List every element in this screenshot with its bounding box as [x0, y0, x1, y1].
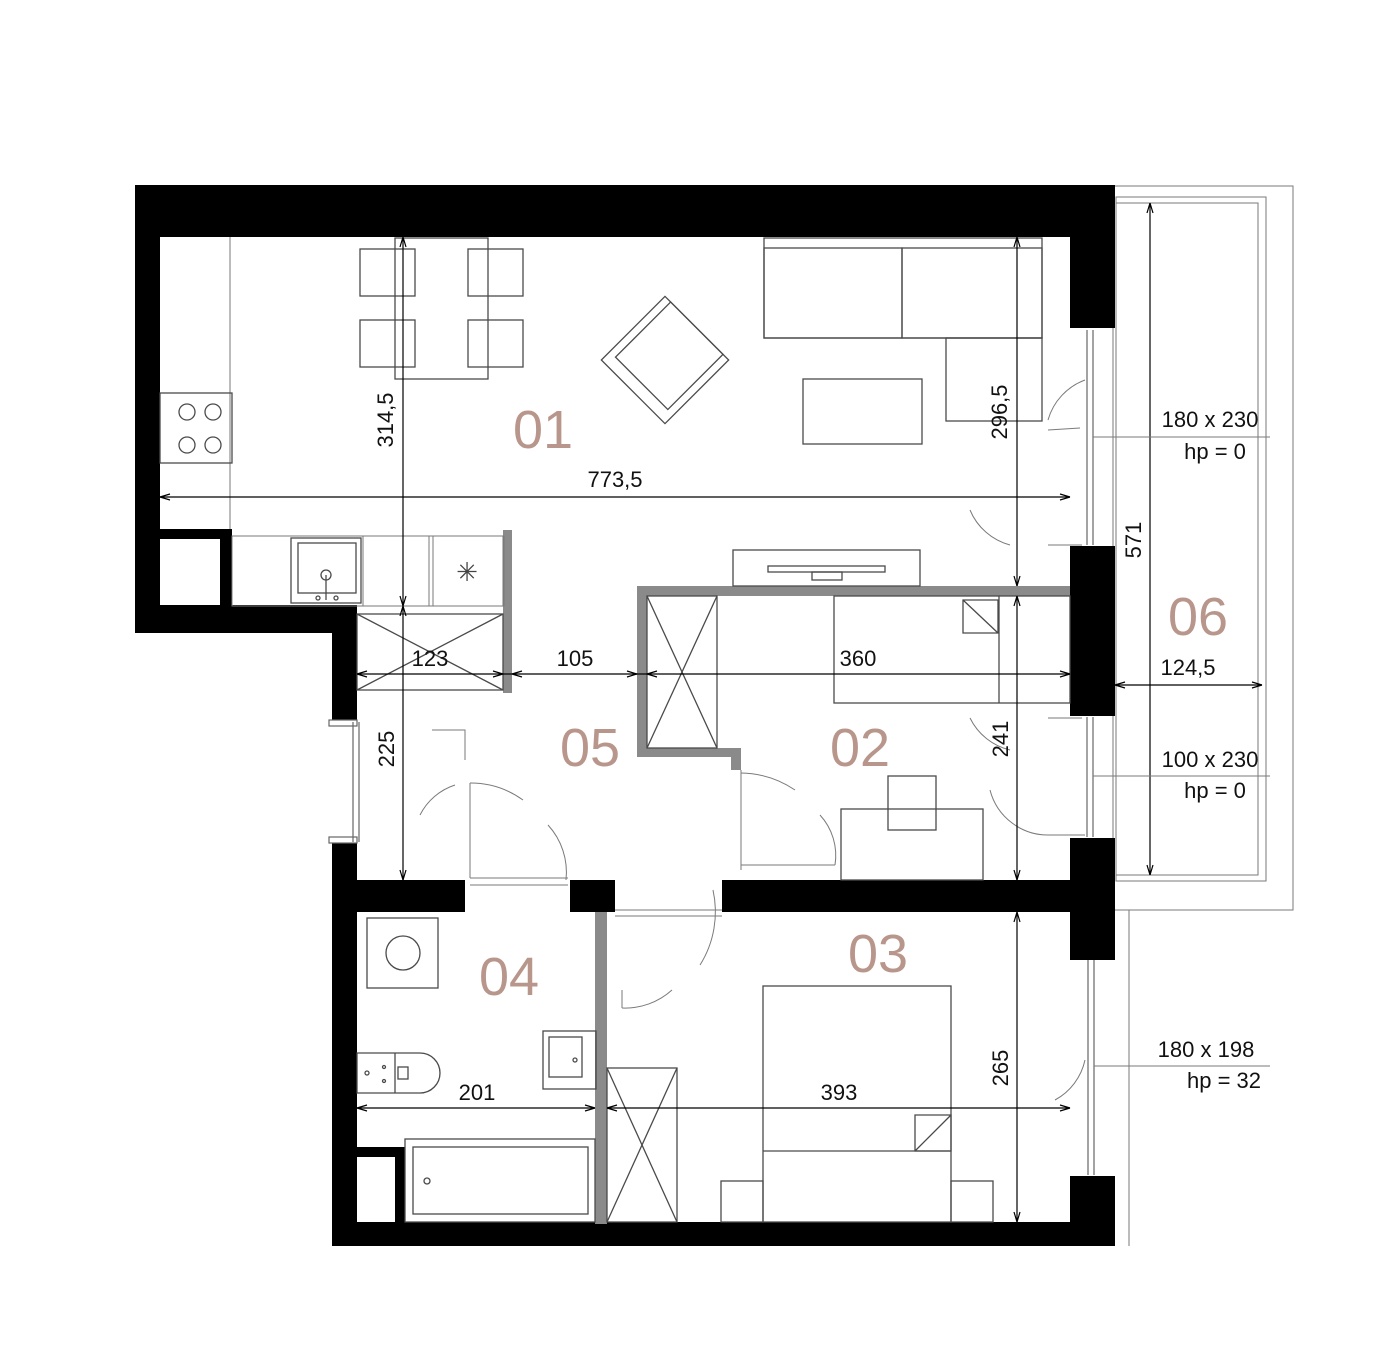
window-3-hp: hp = 32	[1187, 1068, 1261, 1093]
dimension-label-571: 571	[1121, 522, 1146, 559]
dimension-label-360: 360	[840, 646, 877, 671]
room-label-06: 06	[1168, 587, 1228, 647]
living-furniture	[600, 237, 1043, 445]
window-frames	[328, 330, 1095, 1175]
dining-set	[359, 237, 524, 380]
dimension-label-201: 201	[459, 1080, 496, 1105]
dimension-label-124-5: 124,5	[1160, 655, 1215, 680]
bedroom-03-furniture	[606, 985, 994, 1223]
partition-walls	[503, 530, 1070, 1224]
kitchen-furniture: ✳	[159, 237, 505, 691]
window-3-size: 180 x 198	[1158, 1037, 1255, 1062]
dimension-label-296-5: 296,5	[987, 384, 1012, 439]
bathroom-fixtures	[356, 917, 597, 1223]
svg-text:✳: ✳	[456, 558, 478, 588]
dimension-label-265: 265	[988, 1050, 1013, 1087]
room-label-04: 04	[479, 947, 539, 1007]
bedroom-02-furniture	[646, 549, 1071, 881]
room-label-03: 03	[848, 924, 908, 984]
dimension-label-393: 393	[821, 1080, 858, 1105]
dimension-label-241: 241	[988, 721, 1013, 758]
dimension-label-773-5: 773,5	[587, 467, 642, 492]
dimension-label-123: 123	[412, 646, 449, 671]
exterior-walls	[135, 185, 1115, 1246]
room-label-01: 01	[513, 400, 573, 460]
room-label-05: 05	[560, 718, 620, 778]
window-1-hp: hp = 0	[1184, 439, 1246, 464]
window-1-size: 180 x 230	[1162, 407, 1259, 432]
door-swings	[419, 379, 1086, 1101]
dimension-label-314-5: 314,5	[373, 392, 398, 447]
window-2-hp: hp = 0	[1184, 778, 1246, 803]
balcony-outline	[1112, 185, 1294, 1246]
room-label-02: 02	[830, 718, 890, 778]
dimension-lines	[159, 202, 1270, 1223]
dimension-label-225: 225	[374, 731, 399, 768]
window-2-size: 100 x 230	[1162, 747, 1259, 772]
dimension-label-105: 105	[557, 646, 594, 671]
